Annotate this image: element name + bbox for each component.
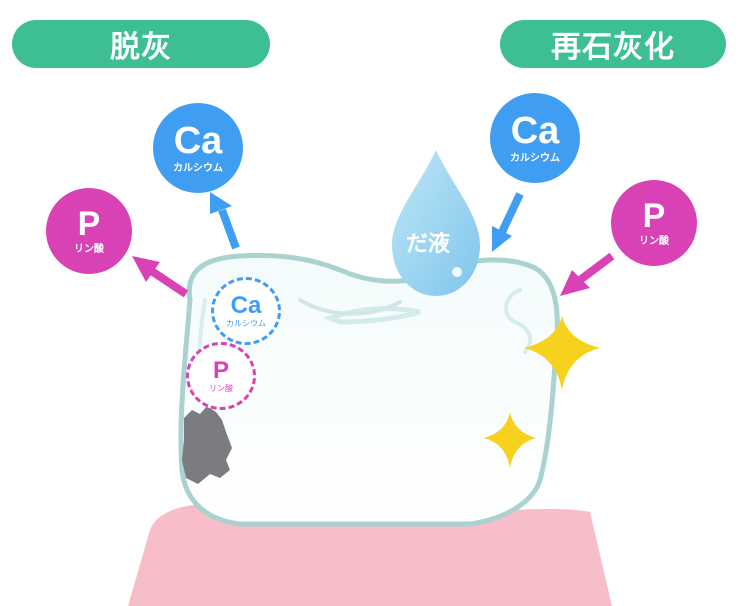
saliva-label: だ液: [405, 232, 450, 257]
ion-name: カルシウム: [173, 163, 223, 174]
ion-name: カルシウム: [226, 319, 266, 328]
calcium-ion-released: Ca カルシウム: [153, 103, 243, 193]
remineralization-heading: 再石灰化: [500, 20, 726, 68]
sparkle-large: [524, 316, 600, 390]
enamel-curve: [298, 298, 402, 316]
ion-symbol: P: [212, 357, 229, 384]
enamel-highlight: [322, 306, 421, 325]
calcium-ion-in-enamel: Ca カルシウム: [211, 277, 281, 345]
arrow-ca-in: [492, 192, 524, 252]
ion-name: リン酸: [209, 384, 233, 393]
demineralization-heading: 脱灰: [12, 20, 270, 68]
sparkle-small: [484, 412, 536, 468]
gum: [128, 503, 612, 606]
arrow-p-in: [560, 252, 615, 296]
arrow-p-out: [132, 256, 189, 298]
phosphate-ion-in-enamel: P リン酸: [186, 342, 256, 410]
ion-symbol: Ca: [173, 120, 223, 162]
enamel-edge-right: [504, 288, 533, 354]
ion-symbol: P: [77, 205, 101, 243]
ion-name: リン酸: [639, 236, 669, 247]
ion-name: カルシウム: [510, 153, 560, 164]
saliva-drop: [392, 150, 480, 296]
ion-symbol: Ca: [510, 110, 560, 152]
phosphate-ion-released: P リン酸: [46, 188, 132, 274]
ion-symbol: Ca: [230, 292, 262, 319]
calcium-ion-supplied: Ca カルシウム: [490, 93, 580, 183]
saliva-drop-bubble: [452, 267, 462, 277]
arrow-ca-out: [210, 192, 240, 250]
ion-symbol: P: [642, 197, 666, 235]
cavity: [182, 406, 232, 484]
ion-name: リン酸: [74, 244, 104, 255]
phosphate-ion-supplied: P リン酸: [611, 180, 697, 266]
